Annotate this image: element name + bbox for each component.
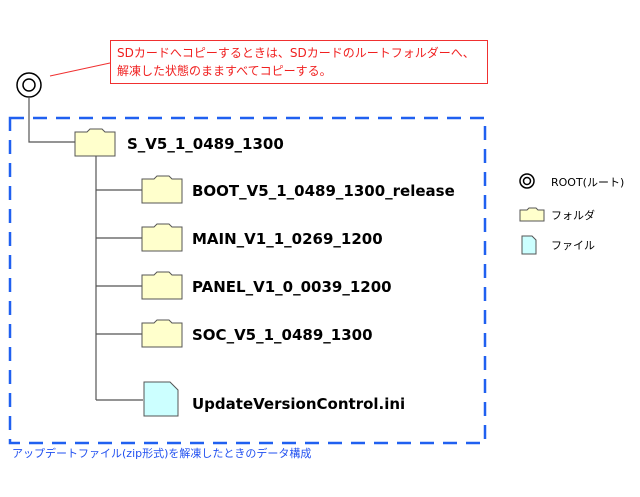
top-folder-label: S_V5_1_0489_1300 [127, 135, 284, 153]
legend-folder-icon [519, 207, 545, 222]
file-icon [143, 381, 179, 417]
callout-line-1: SDカードへコピーするときは、SDカードのルートフォルダーへ、 [117, 46, 475, 60]
folder-icon [141, 319, 183, 348]
folder-icon [141, 223, 183, 252]
legend-root-icon [519, 173, 535, 189]
folder-icon [74, 128, 116, 157]
legend-folder-label: フォルダ [551, 209, 595, 222]
dashed-frame [8, 116, 487, 445]
folder-icon [141, 175, 183, 204]
root-icon [16, 72, 42, 98]
folder-label-soc: SOC_V5_1_0489_1300 [192, 326, 373, 344]
callout-pointer [49, 62, 111, 77]
folder-label-panel: PANEL_V1_0_0039_1200 [192, 278, 392, 296]
tree-connectors [28, 97, 143, 401]
frame-caption: アップデートファイル(zip形式)を解凍したときのデータ構成 [12, 447, 312, 460]
folder-icon [141, 271, 183, 300]
folder-label-main: MAIN_V1_1_0269_1200 [192, 230, 383, 248]
legend-root-label: ROOT(ルート) [551, 176, 625, 189]
folder-label-boot: BOOT_V5_1_0489_1300_release [192, 182, 455, 200]
callout-line-2: 解凍した状態のまますべてコピーする。 [117, 64, 332, 78]
legend-file-icon [521, 235, 537, 255]
callout-note: SDカードへコピーするときは、SDカードのルートフォルダーへ、 解凍した状態のま… [110, 40, 488, 84]
legend-file-label: ファイル [551, 239, 595, 252]
file-label-ini: UpdateVersionControl.ini [192, 395, 406, 413]
